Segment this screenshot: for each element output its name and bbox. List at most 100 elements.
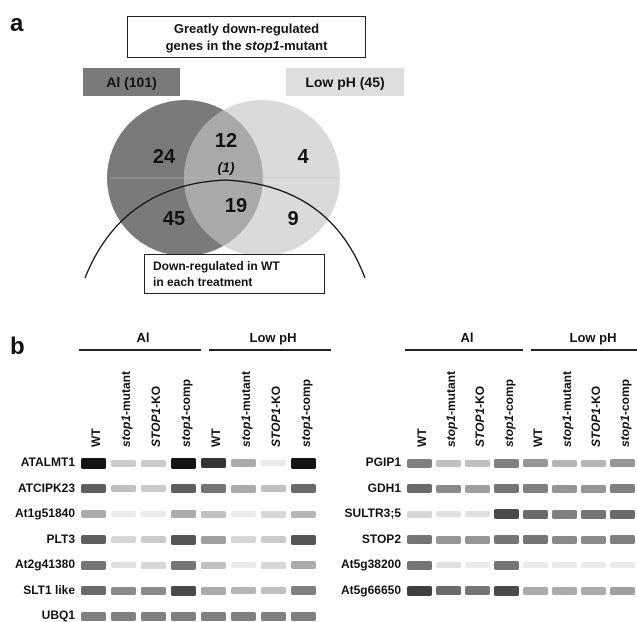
- right-gel-band: [523, 535, 548, 544]
- right-gel-band: [581, 485, 606, 493]
- right-gel-band: [465, 562, 490, 568]
- left-gel-band: [201, 612, 226, 621]
- left-gel-band: [81, 458, 106, 469]
- left-gene-label: SLT1 like: [5, 583, 75, 597]
- right-gel-band: [494, 561, 519, 570]
- left-gene-label: ATCIPK23: [5, 481, 75, 495]
- left-gel-band: [261, 460, 286, 466]
- right-group-line-al: [405, 349, 523, 351]
- right-gel-band: [610, 484, 635, 493]
- right-gel-band: [494, 459, 519, 468]
- right-gene-label: GDH1: [311, 481, 401, 495]
- left-gel-band: [141, 485, 166, 492]
- left-gel-band: [141, 536, 166, 543]
- right-group-label-low-ph: Low pH: [531, 330, 637, 345]
- right-gel-band: [523, 562, 548, 568]
- left-gel-band: [141, 587, 166, 595]
- left-gel-band: [171, 561, 196, 570]
- right-gel-band: [407, 535, 432, 544]
- left-column-label: STOP1-KO: [269, 386, 283, 447]
- right-gel-band: [523, 459, 548, 467]
- right-gel-band: [523, 510, 548, 519]
- right-gel-band: [407, 459, 432, 468]
- left-gel-band: [81, 510, 106, 518]
- right-gel-band: [494, 586, 519, 596]
- right-column-label: WT: [415, 428, 429, 447]
- left-gene-label: ATALMT1: [5, 455, 75, 469]
- right-gel-band: [494, 509, 519, 519]
- count-lowph-wt: 9: [280, 208, 306, 231]
- left-gel-band: [111, 460, 136, 467]
- low-ph-tag: Low pH (45): [286, 68, 404, 96]
- left-gel-band: [171, 612, 196, 621]
- left-gel-band: [141, 460, 166, 467]
- left-gel-band: [231, 562, 256, 568]
- count-al-lowph: 12: [209, 130, 243, 153]
- left-column-label: stop1-mutant: [119, 371, 133, 447]
- right-gel-band: [465, 511, 490, 517]
- left-gel-band: [171, 458, 196, 469]
- right-gene-label: At5g66650: [311, 583, 401, 597]
- right-gene-label: SULTR3;5: [311, 506, 401, 520]
- right-column-label: stop1-mutant: [444, 371, 458, 447]
- left-gel-band: [201, 458, 226, 468]
- left-gel-band: [201, 536, 226, 544]
- left-gel-band: [81, 484, 106, 493]
- right-gel-band: [581, 587, 606, 595]
- right-gel-band: [407, 484, 432, 493]
- right-gel-band: [436, 460, 461, 467]
- left-gel-band: [81, 535, 106, 544]
- right-gel-band: [465, 460, 490, 467]
- right-gene-label: At5g38200: [311, 557, 401, 571]
- left-gel-band: [111, 511, 136, 517]
- left-gel-band: [261, 612, 286, 621]
- left-column-label: stop1-comp: [299, 379, 313, 447]
- right-gel-band: [465, 485, 490, 493]
- left-gene-label: UBQ1: [5, 608, 75, 622]
- left-gel-band: [261, 562, 286, 569]
- right-column-label: stop1-mutant: [560, 371, 574, 447]
- left-gel-band: [201, 562, 226, 569]
- right-gel-band: [552, 485, 577, 493]
- right-gel-band: [436, 485, 461, 493]
- left-gel-band: [231, 536, 256, 543]
- venn-title-line2: genes in the stop1-mutant: [138, 37, 355, 54]
- right-gel-band: [610, 510, 635, 519]
- left-gene-label: PLT3: [5, 532, 75, 546]
- left-group-line-low-ph: [209, 349, 331, 351]
- left-gel-band: [81, 586, 106, 595]
- right-gene-label: STOP2: [311, 532, 401, 546]
- count-lowph-only: 4: [290, 146, 316, 169]
- left-column-label: STOP1-KO: [149, 386, 163, 447]
- left-gel-band: [291, 612, 316, 621]
- right-gel-band: [552, 562, 577, 568]
- wt-label-line2: in each treatment: [153, 274, 316, 290]
- left-group-label-low-ph: Low pH: [209, 330, 337, 345]
- right-gel-band: [610, 562, 635, 568]
- left-gel-band: [141, 562, 166, 569]
- left-gel-band: [111, 536, 136, 543]
- right-gel-band: [465, 586, 490, 595]
- left-gel-band: [231, 485, 256, 493]
- count-al-wt: 45: [157, 208, 191, 231]
- left-column-label: stop1-mutant: [239, 371, 253, 447]
- left-gel-band: [231, 511, 256, 517]
- left-gel-band: [81, 561, 106, 570]
- left-gel-band: [261, 485, 286, 492]
- right-gel-band: [581, 562, 606, 568]
- right-gel-band: [552, 587, 577, 595]
- left-gel-band: [81, 612, 106, 621]
- left-gel-band: [201, 484, 226, 493]
- right-column-label: stop1-comp: [618, 379, 632, 447]
- right-gel-band: [552, 460, 577, 467]
- right-gel-band: [523, 587, 548, 595]
- count-all-three: 19: [219, 195, 253, 218]
- panel-a-letter: a: [10, 10, 23, 38]
- wt-label-line1: Down-regulated in WT: [153, 258, 316, 274]
- right-gel-band: [465, 536, 490, 544]
- left-gel-band: [171, 586, 196, 596]
- right-gel-band: [436, 511, 461, 517]
- right-gel-band: [407, 586, 432, 596]
- right-gel-band: [581, 536, 606, 544]
- right-gel-band: [552, 510, 577, 519]
